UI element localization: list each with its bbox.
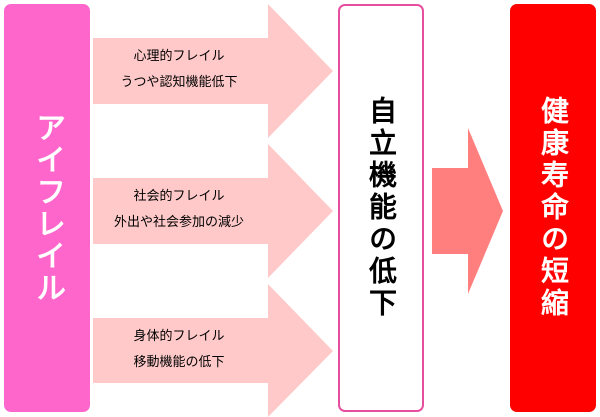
arrow-psychological xyxy=(93,4,333,138)
kenko-label: 健康寿命の短縮 xyxy=(537,96,570,320)
kenko-box: 健康寿命の短縮 xyxy=(510,4,596,412)
arrow-label-physical: 身体的フレイル 移動機能の低下 xyxy=(94,324,264,376)
afureiru-label: アイフレイル xyxy=(30,112,65,304)
arrow-label-line1: 社会的フレイル xyxy=(133,189,225,204)
arrow-label-psychological: 心理的フレイル うつや認知機能低下 xyxy=(94,44,264,96)
arrow-label-social: 社会的フレイル 外出や社会参加の減少 xyxy=(94,184,264,236)
arrow-label-line2: 外出や社会参加の減少 xyxy=(113,215,244,230)
jiritsu-box: 自立機能の低下 xyxy=(338,4,424,412)
arrow-physical xyxy=(93,284,333,417)
arrow-label-line1: 身体的フレイル xyxy=(133,329,225,344)
arrow-label-line2: うつや認知機能低下 xyxy=(120,75,238,90)
afureiru-box: アイフレイル xyxy=(4,4,90,412)
arrow-label-line2: 移動機能の低下 xyxy=(133,355,225,370)
arrow-label-line1: 心理的フレイル xyxy=(133,49,225,64)
arrow-to-kenko xyxy=(432,128,503,294)
arrow-social xyxy=(93,144,333,278)
jiritsu-label: 自立機能の低下 xyxy=(365,96,398,320)
